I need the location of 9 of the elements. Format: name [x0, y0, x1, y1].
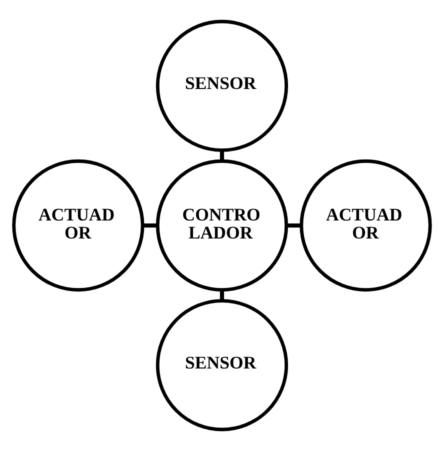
connector: [220, 290, 224, 300]
node-circle: ACTUAD OR: [12, 158, 144, 292]
node-circle: CONTRO LADOR: [156, 158, 288, 292]
connector: [142, 222, 158, 228]
connector: [220, 150, 224, 160]
connector: [286, 222, 301, 228]
node-circle: SENSOR: [156, 19, 288, 152]
node-circle: ACTUAD OR: [300, 158, 432, 292]
node-circle: SENSOR: [156, 298, 288, 431]
